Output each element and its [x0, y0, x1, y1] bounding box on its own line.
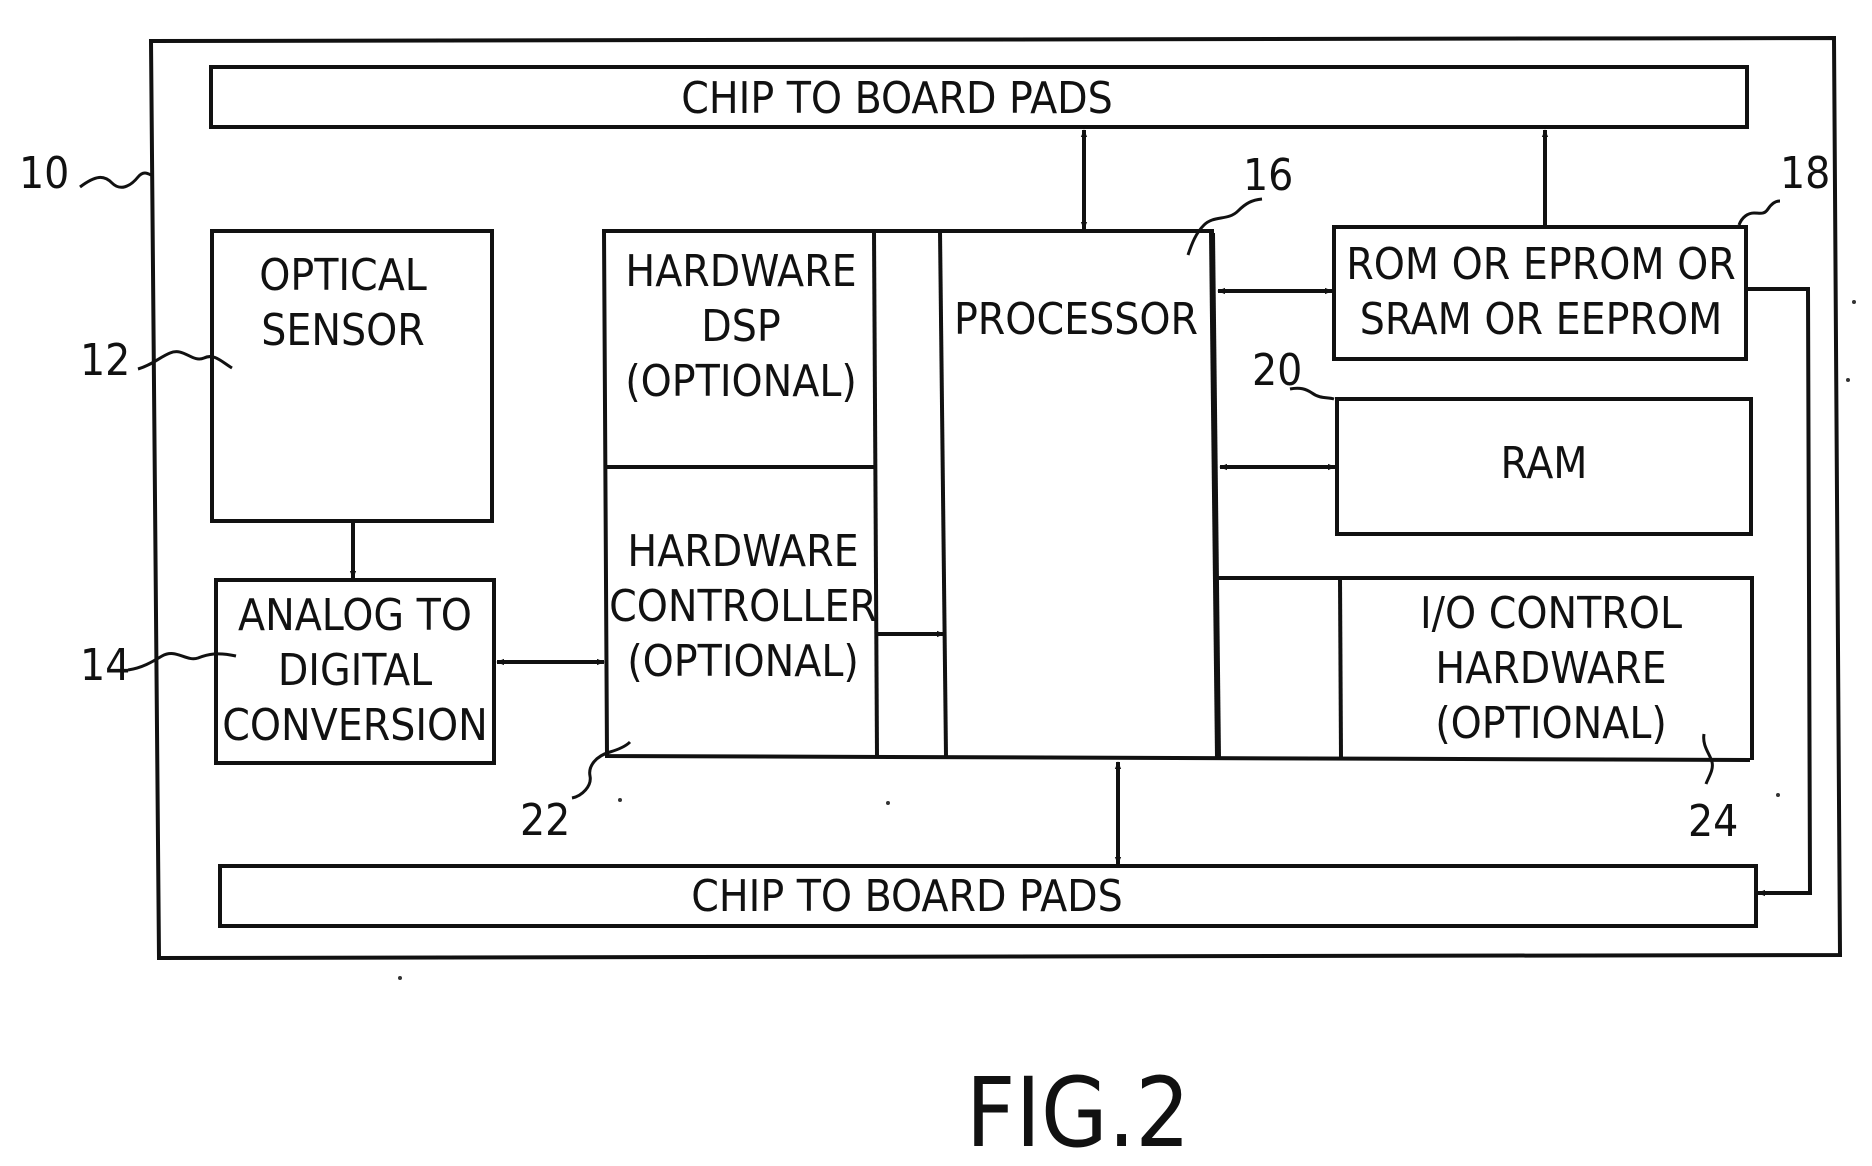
- adc-label: ANALOG TODIGITALCONVERSION: [222, 590, 488, 751]
- io-control-line-1: I/O CONTROL: [1420, 588, 1682, 639]
- ref-24: 24: [1688, 796, 1738, 847]
- ref-18: 18: [1780, 148, 1830, 199]
- rom-line-2: SRAM OR EEPROM: [1360, 294, 1723, 345]
- bus-column-divider: [940, 231, 946, 756]
- leader-16: [1188, 199, 1262, 255]
- hw-dsp-line-3: (OPTIONAL): [625, 356, 857, 407]
- hw-dsp-line-1: HARDWARE: [625, 246, 856, 297]
- chip-boundary: [151, 38, 1840, 958]
- pads-top-line-1: CHIP TO BOARD PADS: [681, 73, 1113, 124]
- optical-sensor-line-1: OPTICAL: [259, 250, 427, 301]
- hw-dsp-label: HARDWAREDSP(OPTIONAL): [625, 246, 857, 407]
- hw-controller-label: HARDWARECONTROLLER(OPTIONAL): [609, 526, 877, 687]
- leader-14: [128, 653, 236, 670]
- ref-16: 16: [1243, 150, 1293, 201]
- hw-controller-line-3: (OPTIONAL): [627, 636, 859, 687]
- scan-specks: [398, 300, 1856, 980]
- ram-line-1: RAM: [1501, 438, 1588, 489]
- ram-label: RAM: [1501, 438, 1588, 489]
- adc-line-1: ANALOG TO: [238, 590, 472, 641]
- io-control-line-2: HARDWARE: [1435, 643, 1666, 694]
- ref-12: 12: [80, 335, 130, 386]
- ref-22: 22: [520, 795, 570, 846]
- leader-18: [1739, 201, 1780, 225]
- figure-caption: FIG.2: [966, 1057, 1190, 1161]
- leader-10: [80, 173, 151, 187]
- arrow-rom-to-bottom-pads: [1748, 289, 1810, 893]
- processor-label: PROCESSOR: [954, 294, 1198, 345]
- ref-20: 20: [1252, 345, 1302, 396]
- rom-label: ROM OR EPROM ORSRAM OR EEPROM: [1346, 239, 1736, 345]
- rom-line-1: ROM OR EPROM OR: [1346, 239, 1736, 290]
- hw-controller-line-2: CONTROLLER: [609, 581, 877, 632]
- ref-10: 10: [19, 148, 69, 199]
- optical-sensor-label: OPTICALSENSOR: [259, 250, 427, 356]
- processor-right-edge: [1212, 233, 1218, 758]
- processor-line-1: PROCESSOR: [954, 294, 1198, 345]
- hw-controller-line-1: HARDWARE: [627, 526, 858, 577]
- adc-line-3: CONVERSION: [222, 700, 488, 751]
- io-control-line-3: (OPTIONAL): [1435, 698, 1667, 749]
- hw-dsp-line-2: DSP: [701, 301, 781, 352]
- io-control-left-edge: [1340, 578, 1341, 758]
- io-control-label: I/O CONTROLHARDWARE(OPTIONAL): [1420, 588, 1682, 749]
- pads-bottom-label: CHIP TO BOARD PADS: [691, 871, 1123, 922]
- optical-sensor-line-2: SENSOR: [261, 305, 425, 356]
- pads-bottom-line-1: CHIP TO BOARD PADS: [691, 871, 1123, 922]
- hw-column-divider: [874, 231, 877, 756]
- pads-top-label: CHIP TO BOARD PADS: [681, 73, 1113, 124]
- adc-line-2: DIGITAL: [278, 645, 432, 696]
- ref-14: 14: [80, 640, 130, 691]
- leader-22: [572, 742, 630, 798]
